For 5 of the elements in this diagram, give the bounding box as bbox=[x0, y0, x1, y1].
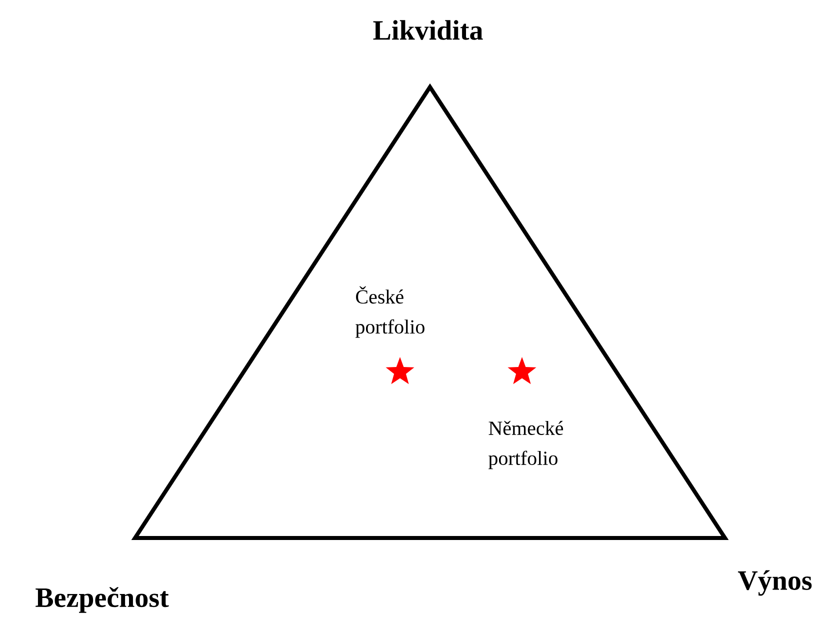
vertex-label: Bezpečnost bbox=[36, 587, 169, 613]
vertex-label: Výnos bbox=[738, 570, 812, 596]
point-label: Německé portfolio bbox=[488, 420, 564, 470]
point-label: České portfolio bbox=[356, 286, 424, 338]
vertex-label: Likvidita bbox=[373, 20, 483, 40]
